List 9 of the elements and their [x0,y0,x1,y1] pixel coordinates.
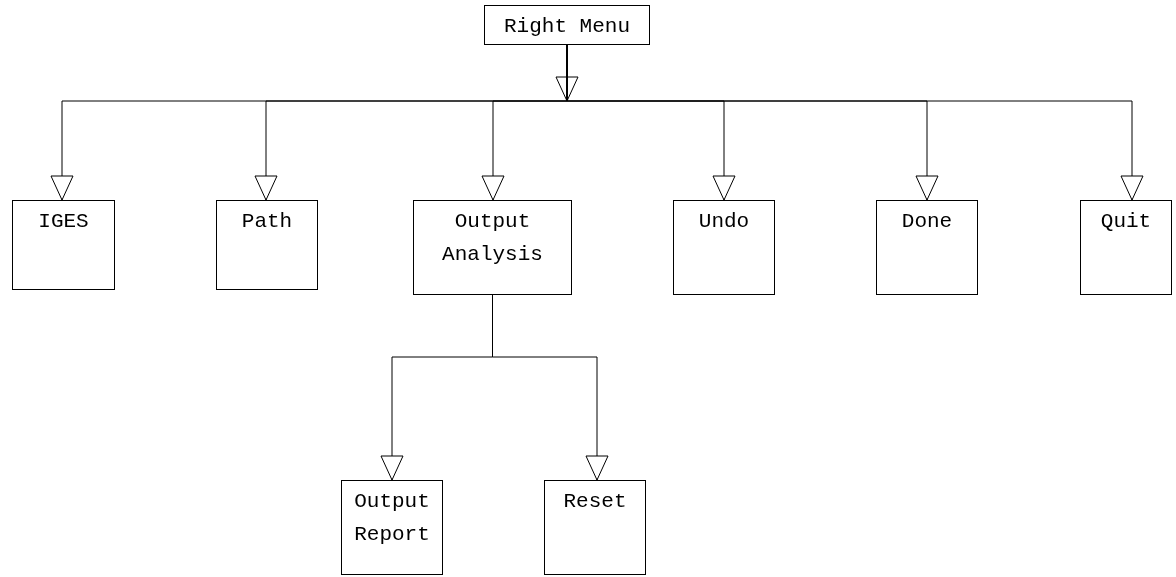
menu-box: Right Menu [484,5,650,45]
menu-box: Done [876,200,978,295]
menu-box: Path [216,200,318,290]
menu-box: Output Analysis [413,200,572,295]
menu-box: Undo [673,200,775,295]
menu-box: Reset [544,480,646,575]
menu-box: Quit [1080,200,1172,295]
menu-box: Output Report [341,480,443,575]
menu-box: IGES [12,200,115,290]
